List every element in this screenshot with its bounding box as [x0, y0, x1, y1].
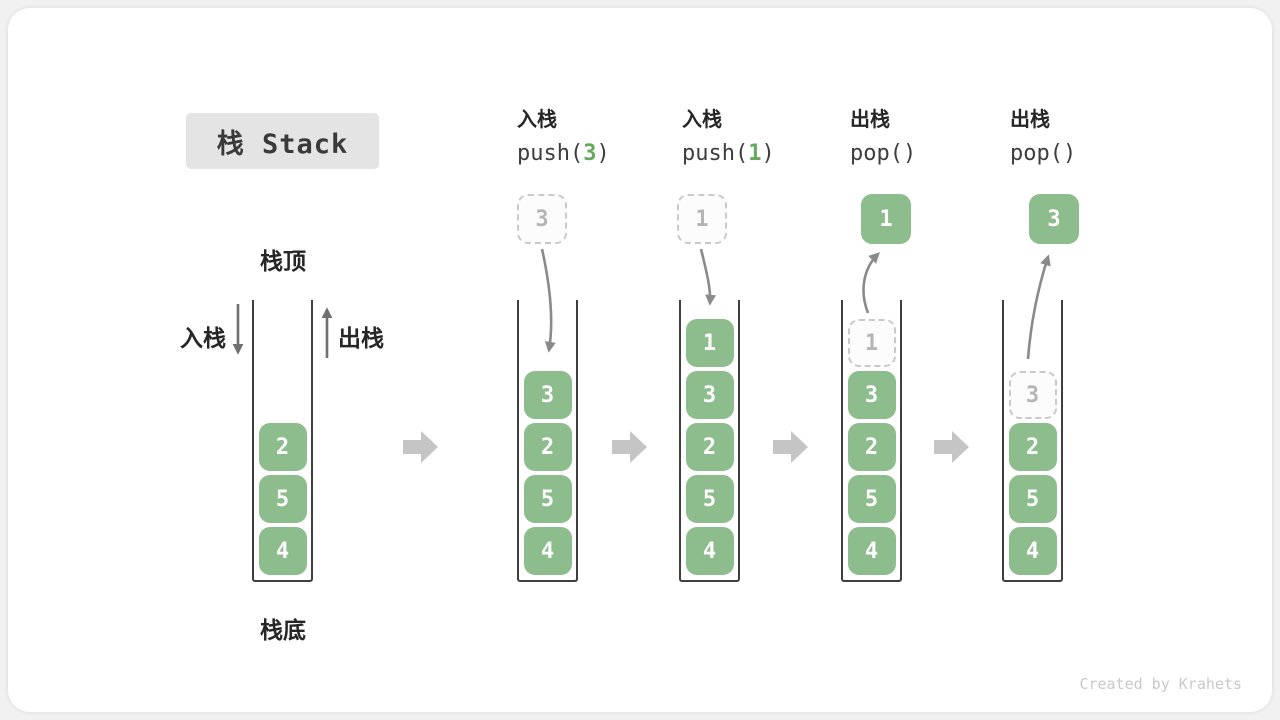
stack-block: 2 [1008, 423, 1057, 471]
stack-block: 4 [685, 527, 734, 575]
stack-block: 5 [685, 475, 734, 523]
step-arrow-icon [773, 430, 809, 464]
floating-box-push-1: 1 [677, 194, 727, 244]
stack-block: 5 [258, 475, 307, 523]
floating-box-pop-1: 1 [861, 194, 911, 244]
operation-code-label: push(1) [682, 142, 832, 166]
push-1-arrow-icon [699, 248, 716, 306]
stack-block: 2 [258, 423, 307, 471]
stack-bottom-label: 栈底 [260, 618, 306, 644]
code-segment: ) [596, 141, 610, 166]
code-segment: push( [517, 141, 584, 166]
operation-cjk-label: 入栈 [517, 107, 557, 131]
operation-label-pop-3: 出栈 pop() [1010, 107, 1160, 166]
operation-cjk-label: 入栈 [682, 107, 722, 131]
operation-label-pop-1: 出栈 pop() [850, 107, 1000, 166]
code-segment: ) [761, 141, 775, 166]
stack-block: 3 [847, 371, 896, 419]
stack-block: 2 [685, 423, 734, 471]
stack-block: 2 [847, 423, 896, 471]
stack-block: 4 [523, 527, 572, 575]
stack-block: 4 [258, 527, 307, 575]
operation-cjk-label: 出栈 [1010, 107, 1050, 131]
stack-block: 5 [847, 475, 896, 523]
operation-code-label: push(3) [517, 142, 667, 166]
operation-label-push-1: 入栈 push(1) [682, 107, 832, 166]
code-segment: 1 [748, 141, 762, 166]
step-arrow-icon [612, 430, 648, 464]
code-segment: push( [682, 141, 749, 166]
title-box: 栈 Stack [186, 113, 379, 169]
stack-block-dashed: 3 [1008, 371, 1057, 419]
push-direction-label: 入栈 [180, 326, 226, 352]
stack-block: 2 [523, 423, 572, 471]
stack-block: 5 [1008, 475, 1057, 523]
stack-top-label: 栈顶 [260, 249, 306, 275]
step-arrow-icon [403, 430, 439, 464]
operation-label-push-3: 入栈 push(3) [517, 107, 667, 166]
stack-block: 4 [847, 527, 896, 575]
code-segment: pop() [850, 141, 917, 166]
stack-block-dashed: 1 [847, 319, 896, 367]
stack-block: 3 [685, 371, 734, 419]
operation-cjk-label: 出栈 [850, 107, 890, 131]
operation-code-label: pop() [850, 142, 1000, 166]
stack-block: 5 [523, 475, 572, 523]
title-text: 栈 Stack [216, 128, 349, 160]
floating-box-push-3: 3 [517, 194, 567, 244]
watermark: Created by Krahets [1079, 675, 1242, 693]
stack-block: 1 [685, 319, 734, 367]
operation-code-label: pop() [1010, 142, 1160, 166]
stack-block: 3 [523, 371, 572, 419]
pop-direction-label: 出栈 [338, 326, 384, 352]
floating-box-pop-3: 3 [1029, 194, 1079, 244]
stack-block: 4 [1008, 527, 1057, 575]
step-arrow-icon [934, 430, 970, 464]
code-segment: pop() [1010, 141, 1077, 166]
code-segment: 3 [583, 141, 597, 166]
